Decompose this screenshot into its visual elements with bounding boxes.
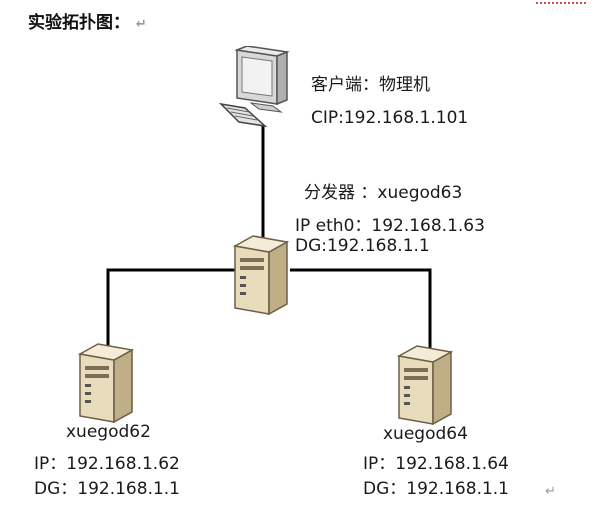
heading-text: 实验拓扑图： xyxy=(28,13,130,33)
xuegod64-ip-label: IP：192.168.1.64 xyxy=(363,454,509,474)
xuegod64-gateway-label: DG：192.168.1.1 xyxy=(363,479,510,499)
xuegod62-ip-label: IP：192.168.1.62 xyxy=(34,454,180,474)
link-director-xuegod62 xyxy=(106,268,238,350)
director-name-label: 分发器 ：xuegod63 xyxy=(304,183,463,203)
xuegod62-server-icon xyxy=(77,343,135,424)
paragraph-mark: ↵ xyxy=(545,484,556,499)
xuegod64-server-icon xyxy=(396,345,454,426)
xuegod64-name-label: xuegod64 xyxy=(383,424,468,444)
director-gateway-label: DG:192.168.1.1 xyxy=(295,236,430,256)
xuegod62-gateway-label: DG：192.168.1.1 xyxy=(34,479,181,499)
director-server-icon xyxy=(232,235,290,316)
paragraph-mark: ↵ xyxy=(135,17,147,32)
xuegod62-name-label: xuegod62 xyxy=(66,422,151,442)
workstation-icon xyxy=(218,46,290,128)
annotation-marker xyxy=(536,0,586,4)
client-name-label: 客户端：物理机 xyxy=(311,75,430,95)
client-ip-label: CIP:192.168.1.101 xyxy=(311,108,469,128)
link-director-xuegod64 xyxy=(290,268,432,360)
diagram-heading: 实验拓扑图： ↵ xyxy=(28,8,147,33)
director-ip-label: IP eth0：192.168.1.63 xyxy=(295,216,485,236)
